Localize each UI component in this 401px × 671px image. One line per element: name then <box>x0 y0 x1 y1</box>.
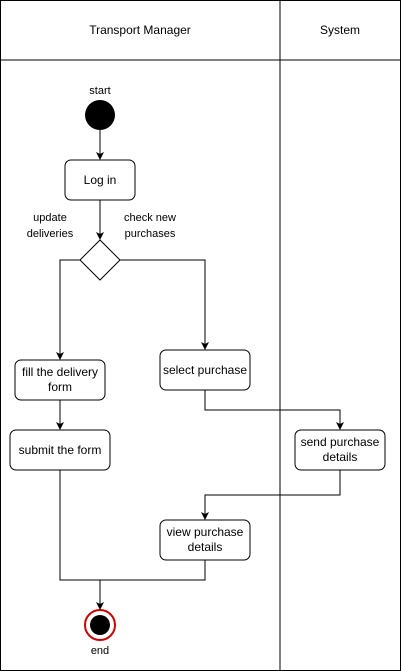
guard-update-line1: update <box>33 212 67 224</box>
fill-form-label-line1: fill the delivery <box>22 365 98 379</box>
log-in-label: Log in <box>84 173 117 187</box>
guard-check-line1: check new <box>124 212 176 224</box>
edge-view-to-merge <box>100 560 206 581</box>
edge-submit-to-merge <box>59 470 100 581</box>
start-node <box>85 100 115 130</box>
fill-form-label-line2: form <box>48 380 72 394</box>
lane-title-transport-manager: Transport Manager <box>89 23 191 37</box>
send-details-label-line1: send purchase <box>301 435 380 449</box>
view-details-label-line1: view purchase <box>167 525 244 539</box>
edge-decision-to-select-purchase <box>120 259 209 350</box>
view-details-label-line2: details <box>188 540 223 554</box>
end-node-core <box>90 615 110 635</box>
decision-diamond <box>79 239 121 281</box>
end-label: end <box>91 645 109 657</box>
submit-form-label: submit the form <box>19 443 102 457</box>
start-label: start <box>89 85 110 97</box>
edge-send-details-to-view <box>201 470 341 520</box>
edge-select-to-send-details <box>204 390 344 430</box>
select-purchase-label: select purchase <box>163 363 247 377</box>
lane-title-system: System <box>320 23 360 37</box>
send-details-label-line2: details <box>323 450 358 464</box>
edge-decision-to-fill-form <box>56 259 80 360</box>
guard-check-line2: purchases <box>125 228 176 240</box>
guard-update-line2: deliveries <box>27 228 74 240</box>
